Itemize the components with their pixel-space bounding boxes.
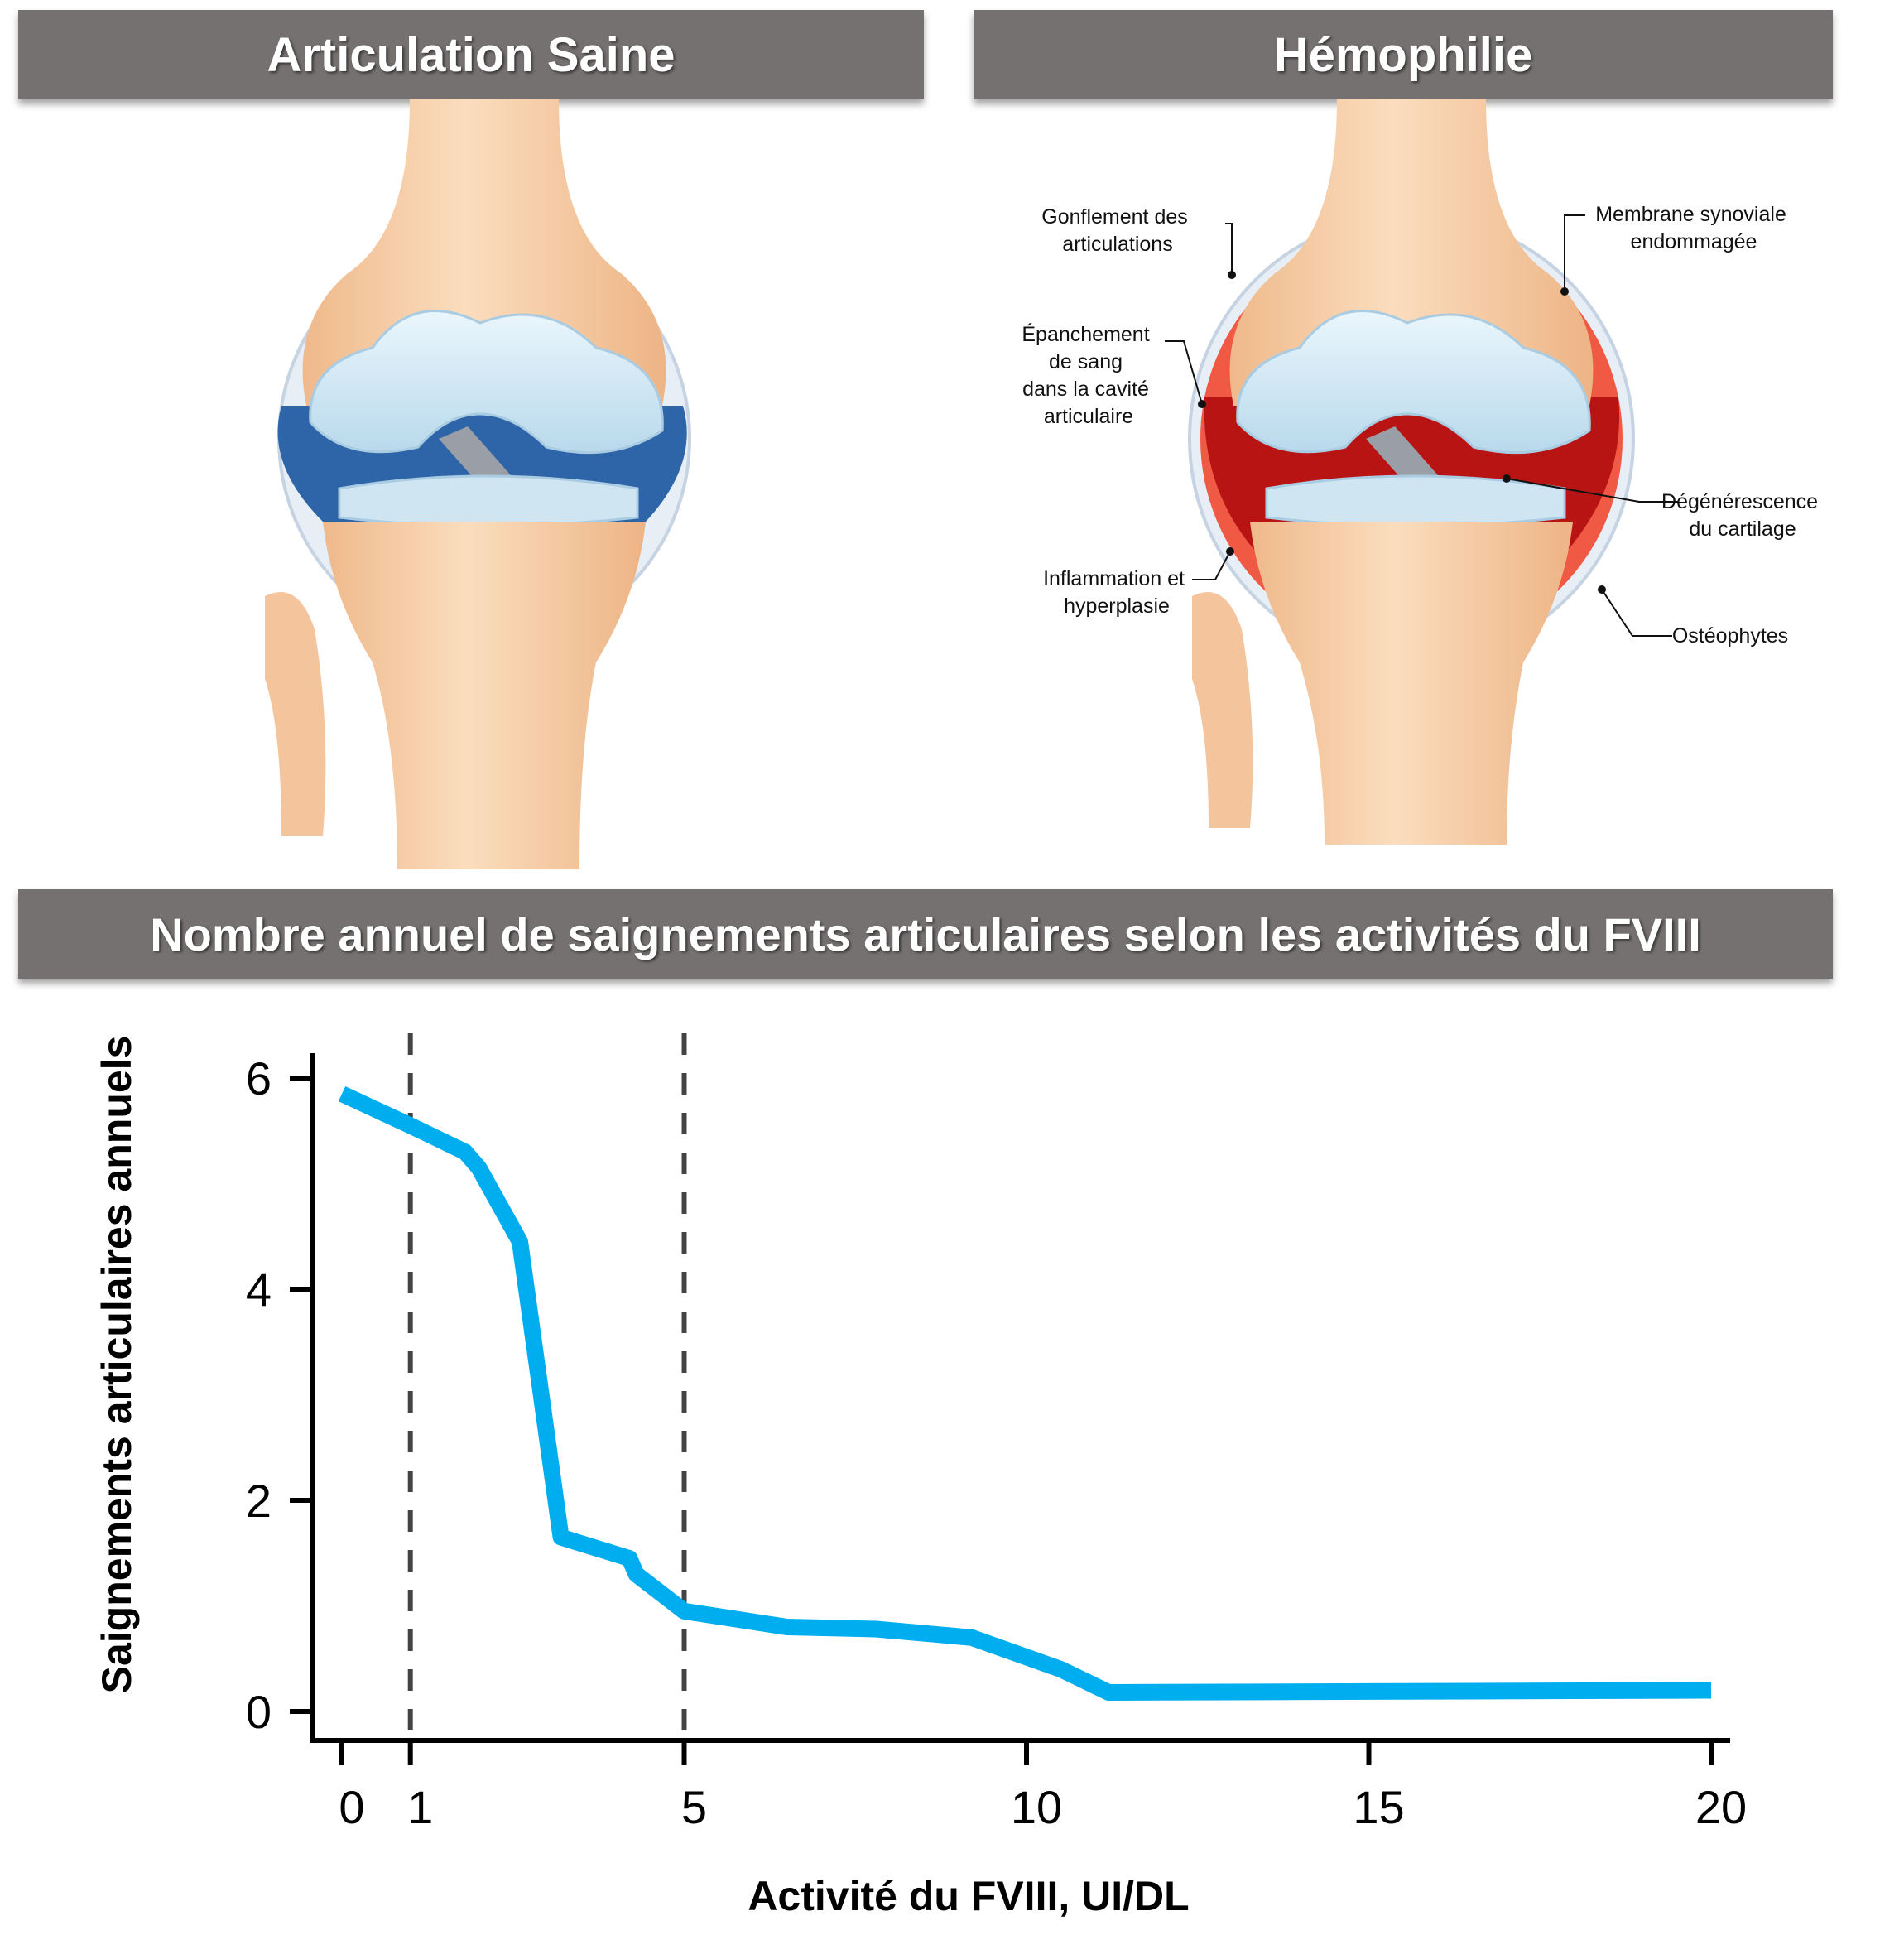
label-cartilage-degeneration: Dégénérescence du cartilage bbox=[1661, 490, 1824, 541]
x-tick-label: 15 bbox=[1353, 1781, 1404, 1833]
x-axis-title: Activité du FVIII, UI/DL bbox=[748, 1873, 1189, 1919]
x-tick-label: 20 bbox=[1695, 1781, 1747, 1833]
label-osteophytes: Ostéophytes bbox=[1672, 624, 1788, 647]
series-line bbox=[338, 1086, 1712, 1701]
label-blood-effusion: Épanchement de sang dans la cavité artic… bbox=[1022, 322, 1155, 428]
label-joint-swelling: Gonflement des articulations bbox=[1041, 205, 1193, 256]
hemophilia-joint-title: Hémophilie bbox=[974, 10, 1833, 99]
chart-title: Nombre annuel de saignements articulaire… bbox=[18, 889, 1833, 979]
y-axis-title: Saignements articulaires annuels bbox=[94, 1036, 140, 1694]
y-tick-label: 0 bbox=[246, 1686, 272, 1738]
x-tick-label: 0 bbox=[339, 1781, 364, 1833]
x-tick-label: 10 bbox=[1011, 1781, 1062, 1833]
y-tick-label: 6 bbox=[246, 1052, 272, 1105]
label-synovial-membrane: Membrane synoviale endommagée bbox=[1595, 203, 1792, 253]
y-tick-label: 2 bbox=[246, 1475, 272, 1527]
y-axis-ticks: 0 2 4 6 bbox=[246, 1052, 313, 1738]
label-inflammation: Inflammation et hyperplasie bbox=[1043, 567, 1190, 618]
healthy-knee-illustration bbox=[265, 99, 691, 869]
y-tick-label: 4 bbox=[246, 1264, 272, 1316]
x-tick-label: 1 bbox=[407, 1781, 433, 1833]
hemophilia-knee-illustration: Gonflement des articulations Épanchement… bbox=[1022, 99, 1824, 845]
healthy-joint-title: Articulation Saine bbox=[18, 10, 924, 99]
x-tick-label: 5 bbox=[681, 1781, 707, 1833]
